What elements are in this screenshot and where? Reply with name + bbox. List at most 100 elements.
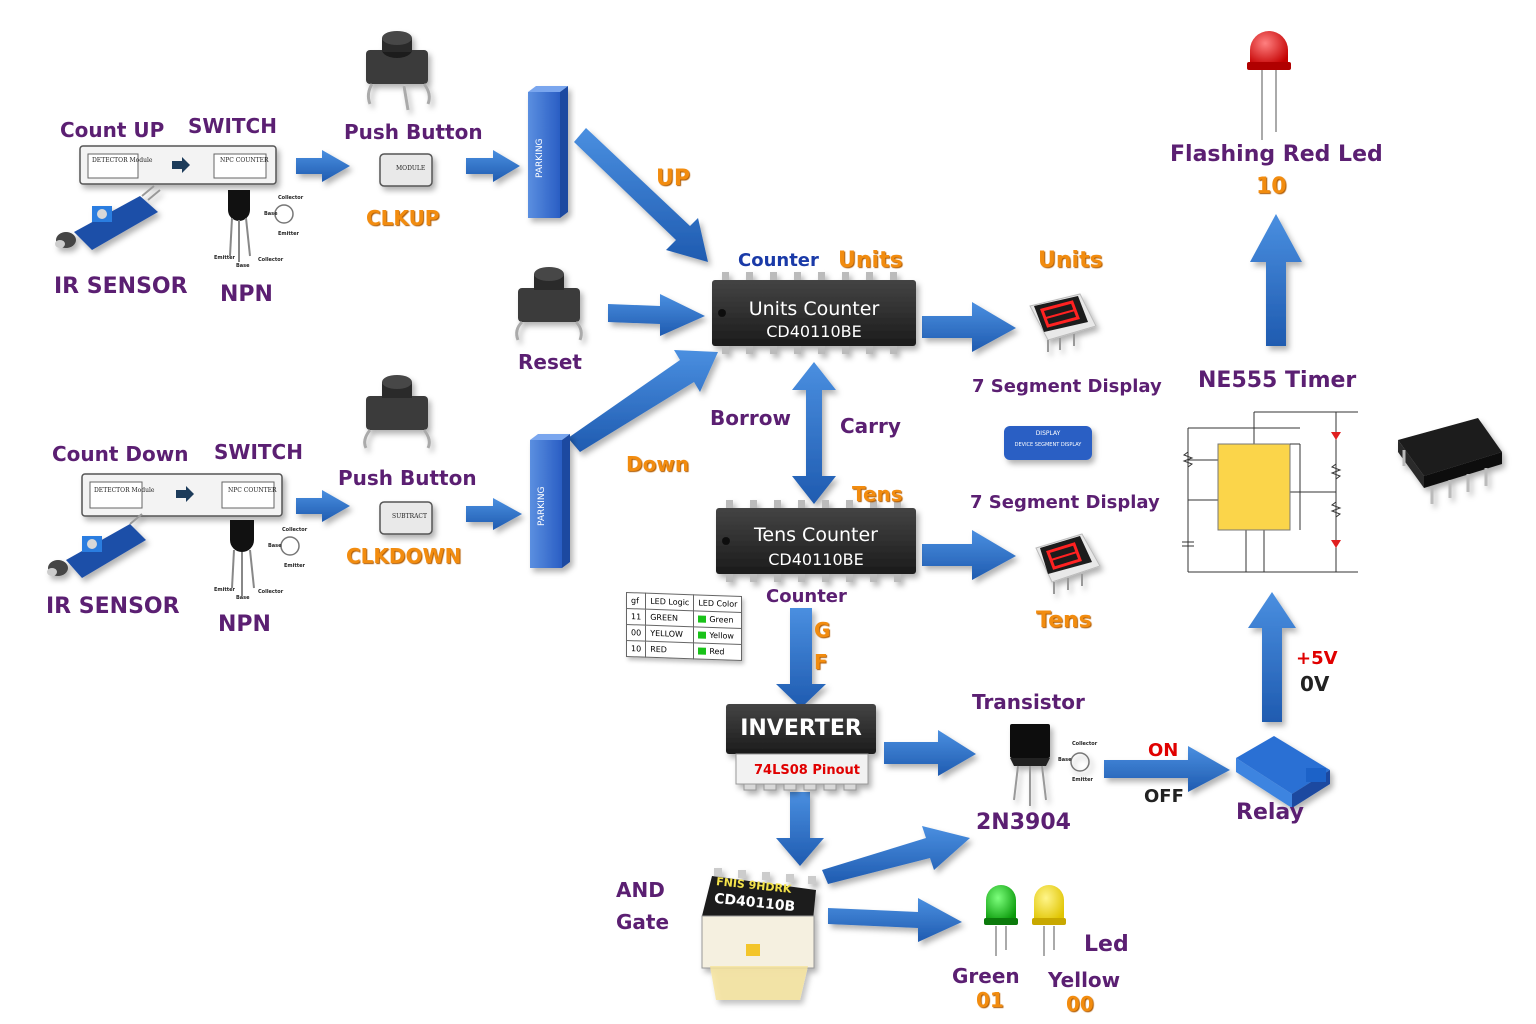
truth-cell: 11 — [626, 608, 646, 626]
npn-down-base-symbol-pin: Base — [268, 543, 282, 549]
ne555-chip — [1398, 418, 1502, 504]
count-up-module-left: DETECTOR Module — [92, 157, 153, 164]
units-counter-ic — [712, 272, 916, 354]
truth-cell: Green — [709, 614, 734, 625]
arrow-and-to-transistor — [822, 826, 970, 884]
truth-cell: GREEN — [645, 609, 694, 627]
truth-header-logic: LED Logic — [645, 593, 694, 611]
truth-cell: YELLOW — [645, 625, 694, 643]
down-arrow-label: Down — [626, 452, 690, 476]
count-down-module-left: DETECTOR Module — [94, 487, 155, 494]
count-up-module-right: NPC COUNTER — [220, 157, 269, 164]
yellow-led-label: Yellow — [1048, 968, 1121, 992]
push-button-up-box-text: MODULE — [396, 165, 426, 172]
tens-counter-tag: Tens — [852, 482, 903, 506]
tens-counter-footer: Counter — [766, 586, 847, 607]
inverter-pinout: 74LS08 Pinout — [754, 763, 860, 778]
truth-cell: 00 — [626, 624, 646, 642]
count-up-ir-sensor: IR SENSOR — [54, 274, 188, 299]
green-led — [984, 885, 1018, 956]
green-swatch — [698, 631, 707, 639]
carry-label: Carry — [840, 414, 901, 438]
relay-label: Relay — [1236, 800, 1304, 825]
count-up-switch-label: SWITCH — [188, 114, 277, 138]
ir-sensor-up — [55, 185, 161, 250]
npn-down-base-pin: Base — [236, 595, 250, 601]
units-counter-name: Units Counter — [748, 298, 880, 320]
npn-transistor-down — [230, 520, 300, 596]
tens-counter-part: CD40110BE — [768, 550, 864, 569]
npn-down-emitter-pin: Emitter — [214, 587, 235, 593]
npn-up-collector-pin: Collector — [258, 257, 284, 263]
arrow-counter-to-inverter — [776, 608, 826, 708]
relay-on-label: ON — [1148, 740, 1179, 761]
flashing-led-code: 10 — [1256, 174, 1287, 199]
arrows — [296, 128, 1302, 942]
count-down-npn: NPN — [218, 612, 271, 637]
power-plus: +5V — [1296, 648, 1338, 669]
transistor-title: Transistor — [972, 690, 1085, 714]
push-button-reset-3d — [515, 267, 583, 341]
seven-segment-tens — [1035, 533, 1101, 594]
truth-header-color: LED Color — [693, 594, 742, 613]
arrow-relay-to-timer — [1248, 592, 1296, 722]
leds-label: Led — [1084, 932, 1129, 957]
push-button-down-box-text: SUBTRACT — [392, 513, 428, 520]
green-swatch — [698, 647, 707, 655]
ir-sensor-down — [47, 513, 146, 578]
push-button-up-box — [379, 153, 433, 187]
truth-color-cell: Green — [693, 610, 742, 629]
units-display-label: 7 Segment Display — [972, 376, 1162, 397]
tens-counter-name: Tens Counter — [754, 524, 878, 546]
relay-module — [1236, 736, 1330, 808]
table-row: 10 RED Red — [626, 640, 742, 661]
push-button-down-box — [379, 501, 433, 535]
npn-transistor-up — [228, 190, 294, 262]
parking-bar-up — [528, 86, 568, 218]
count-down-title: Count Down — [52, 442, 189, 466]
npn-up-base-symbol-pin: Base — [264, 211, 278, 217]
arrow-reset-to-counter — [608, 294, 705, 336]
count-down-switch-label: SWITCH — [214, 440, 303, 464]
push-button-down-3d — [363, 375, 431, 449]
arrow-units-to-display — [922, 302, 1016, 352]
display-badge-line1: DISPLAY — [1035, 430, 1061, 437]
tens-display-tag: Tens — [1036, 608, 1092, 633]
switch-module-down — [81, 473, 283, 517]
flashing-led-label: Flashing Red Led — [1170, 142, 1383, 167]
clkup-signal: CLKUP — [366, 206, 440, 230]
power-zero: 0V — [1300, 672, 1330, 696]
push-button-up-label: Push Button — [344, 120, 483, 144]
and-gate-line1: AND — [616, 878, 665, 902]
and-gate-block — [701, 868, 816, 1000]
truth-cell: 10 — [626, 640, 646, 658]
units-display-tag: Units — [1038, 248, 1103, 273]
npn-up-collector-symbol-pin: Collector — [278, 195, 304, 201]
parking-up-label: PARKING — [535, 138, 545, 178]
arrow-parking-to-counter-down — [568, 350, 718, 452]
arrow-transistor-to-relay — [1104, 746, 1230, 792]
arrow-switch-to-button-down — [296, 490, 350, 522]
npn-up-emitter-pin: Emitter — [214, 255, 235, 261]
npn-down-emitter-symbol-pin: Emitter — [284, 563, 305, 569]
truth-cell: Yellow — [709, 630, 734, 641]
led-truth-table: gf LED Logic LED Color 11 GREEN Green 00… — [626, 591, 743, 662]
tens-counter-ic — [716, 500, 916, 582]
npn-down-collector-pin: Collector — [258, 589, 284, 595]
tens-display-label: 7 Segment Display — [970, 492, 1160, 513]
arrow-and-to-leds — [828, 898, 962, 942]
arrow-parking-to-counter-up — [574, 128, 708, 262]
display-badge — [1004, 426, 1092, 460]
npn-up-emitter-symbol-pin: Emitter — [278, 231, 299, 237]
push-button-down-label: Push Button — [338, 466, 477, 490]
npn-down-collector-symbol-pin: Collector — [282, 527, 308, 533]
truth-color-cell: Red — [693, 642, 742, 661]
arrow-inverter-to-transistor — [884, 730, 976, 776]
units-counter-part: CD40110BE — [766, 322, 862, 341]
npn-up-base-pin: Base — [236, 263, 250, 269]
units-counter-tag: Units — [838, 248, 903, 273]
parking-bar-down — [530, 434, 570, 568]
clkdown-signal: CLKDOWN — [346, 544, 462, 568]
inverter-block — [726, 704, 876, 791]
